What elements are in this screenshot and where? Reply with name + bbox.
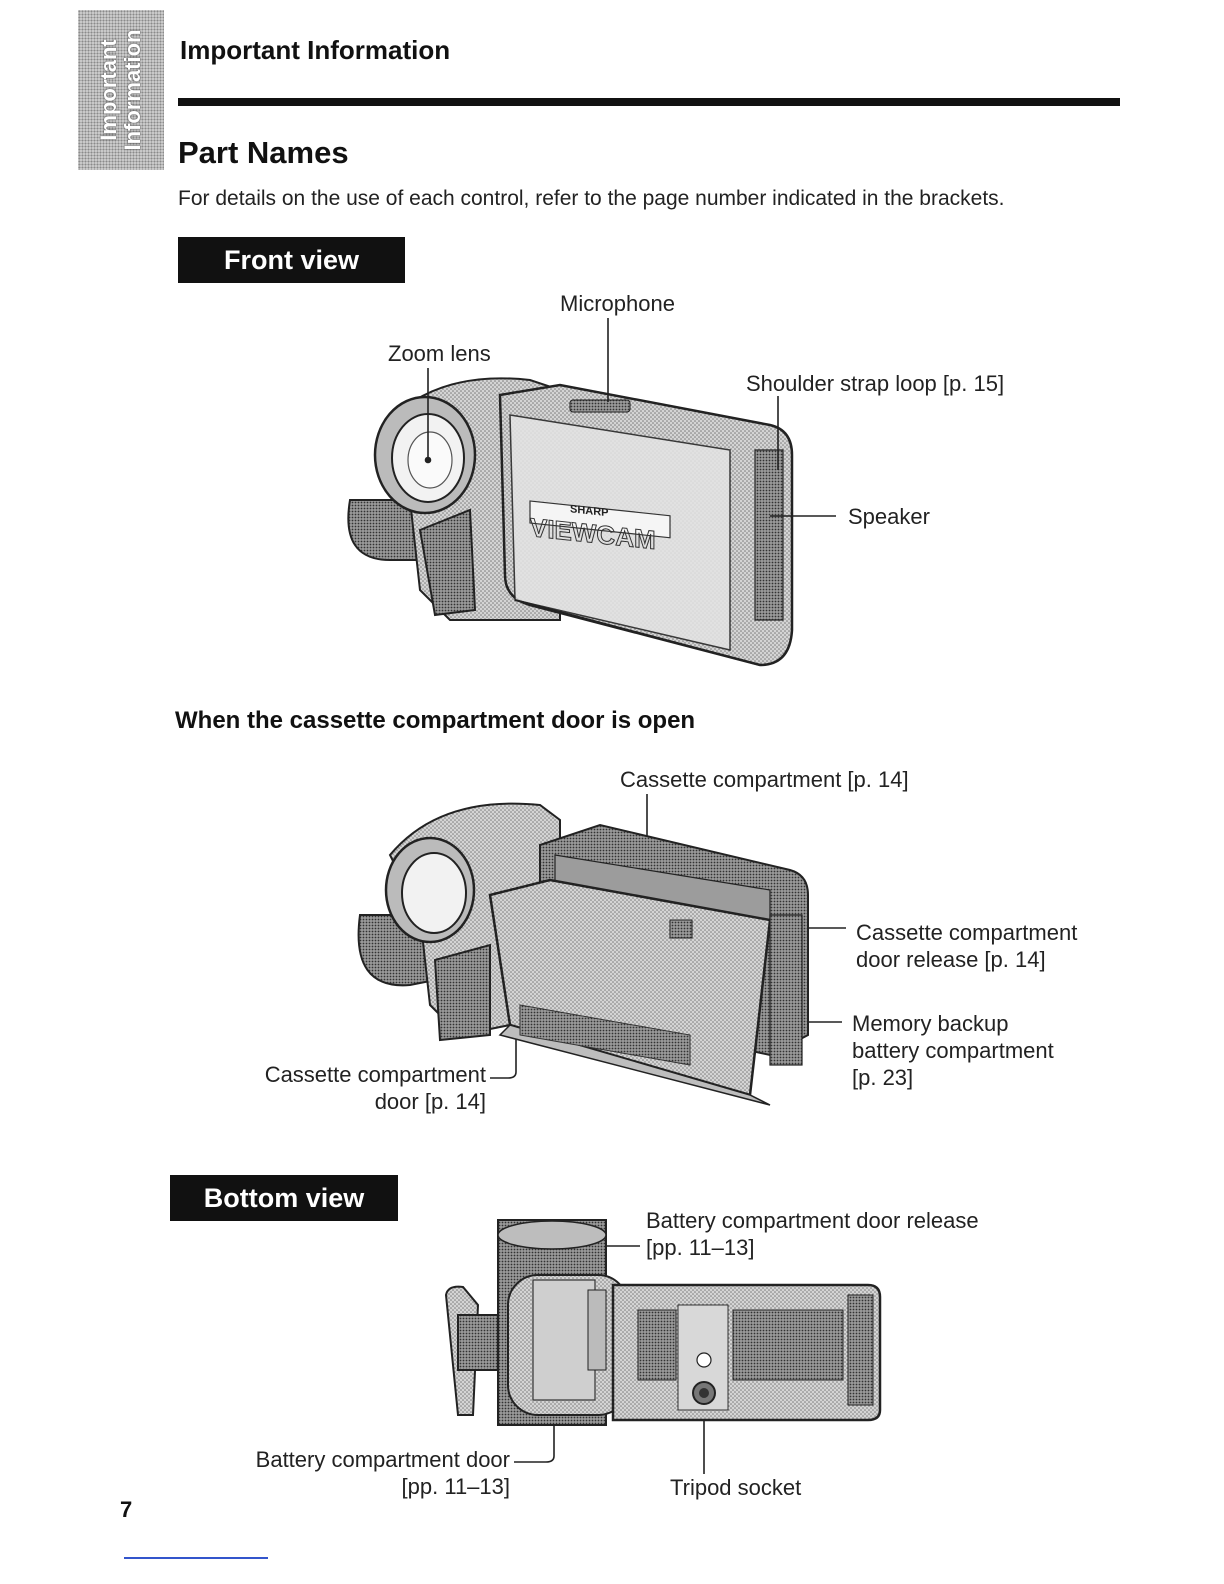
- shoulder-strap-loop-label: Shoulder strap loop [p. 15]: [746, 371, 1005, 396]
- cassette-door-label-line-2: door [p. 14]: [374, 1089, 486, 1114]
- intro-text: For details on the use of each control, …: [178, 187, 1005, 210]
- battery-door-release-label-line-1: Battery compartment door release: [646, 1208, 979, 1233]
- bottom-view-tag: Bottom view: [170, 1175, 398, 1221]
- camera-brand-text: SHARP: [570, 503, 608, 519]
- running-header: Important Information: [180, 35, 451, 65]
- door-release-label-line-1: Cassette compartment: [856, 920, 1078, 945]
- cassette-door-label: Cassette compartment door [p. 14]: [230, 1061, 486, 1115]
- open-door-heading: When the cassette compartment door is op…: [175, 707, 696, 734]
- battery-door-label-line-1: Battery compartment door: [255, 1447, 510, 1472]
- footer-rule: [124, 1557, 268, 1559]
- section-side-tab: Important Information: [78, 10, 164, 170]
- battery-door-label: Battery compartment door [pp. 11–13]: [200, 1446, 510, 1500]
- page-number: 7: [120, 1497, 133, 1522]
- header-rule: [178, 98, 1120, 106]
- cassette-door-label-line-1: Cassette compartment: [264, 1062, 486, 1087]
- front-view-tag: Front view: [178, 237, 405, 283]
- battery-door-label-line-2: [pp. 11–13]: [401, 1474, 510, 1499]
- speaker-label: Speaker: [848, 504, 930, 529]
- door-release-label: Cassette compartment door release [p. 14…: [856, 919, 1077, 973]
- memory-backup-label-line-2: battery compartment: [852, 1038, 1054, 1063]
- tripod-socket-label: Tripod socket: [670, 1475, 802, 1500]
- front-view-camera-illustration: SHARP VIEWCAM: [347, 377, 794, 667]
- open-door-camera-illustration: [357, 802, 809, 1106]
- microphone-label: Microphone: [560, 291, 675, 316]
- battery-door-release-label-line-2: [pp. 11–13]: [646, 1235, 755, 1260]
- memory-backup-label: Memory backup battery compartment [p. 23…: [852, 1010, 1054, 1091]
- battery-door-release-label: Battery compartment door release [pp. 11…: [646, 1207, 979, 1261]
- memory-backup-label-line-3: [p. 23]: [852, 1065, 914, 1090]
- memory-backup-label-line-1: Memory backup: [852, 1011, 1009, 1036]
- cassette-compartment-label: Cassette compartment [p. 14]: [620, 767, 909, 792]
- page-title: Part Names: [178, 135, 349, 170]
- bottom-view-camera-illustration: [444, 1219, 882, 1426]
- zoom-lens-label: Zoom lens: [388, 341, 491, 366]
- door-release-label-line-2: door release [p. 14]: [856, 947, 1046, 972]
